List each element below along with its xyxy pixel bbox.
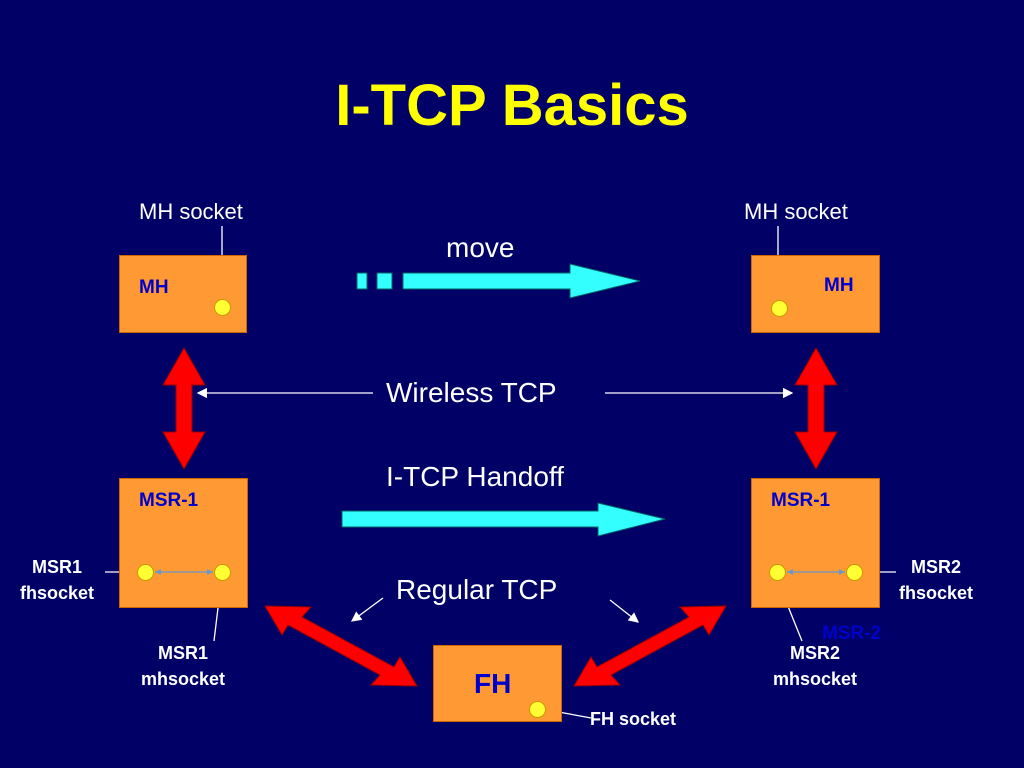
msr2-hidden-label: MSR-2: [822, 623, 882, 644]
mh-socket-right-label: MH socket: [744, 199, 848, 224]
msr-left-label: MSR-1: [139, 490, 199, 511]
regular-tcp-right-pointer: [609, 599, 640, 623]
mh-right-box: MH: [751, 255, 880, 333]
msr-left-box: MSR-1: [119, 478, 248, 608]
msr1-fhsocket-label: MSR1 fhsocket: [8, 554, 106, 606]
msr1-mhsocket-line2: mhsocket: [140, 669, 226, 689]
right-diagonal-link-arrow: [573, 605, 727, 687]
msr2-fhsocket-line1: MSR2: [910, 557, 961, 577]
msr2-fhsocket-label: MSR2 fhsocket: [886, 554, 986, 606]
page-title: I-TCP Basics: [335, 73, 689, 138]
msr2-fhsocket-line2: fhsocket: [898, 583, 974, 603]
mh-left-label: MH: [139, 277, 169, 298]
mh-right-label: MH: [824, 275, 854, 296]
fh-box: FH: [433, 645, 562, 722]
msr-left-fhsocket-dot: [137, 564, 154, 581]
msr1-fhsocket-line2: fhsocket: [19, 583, 95, 603]
mh-left-box: MH: [119, 255, 247, 333]
mh-socket-left-label: MH socket: [139, 199, 243, 224]
wireless-tcp-label: Wireless TCP: [386, 377, 557, 408]
regular-tcp-left-pointer: [350, 597, 384, 622]
left-vertical-link-arrow: [162, 346, 206, 471]
move-arrow: [356, 263, 641, 299]
msr-left-mhsocket-dot: [214, 564, 231, 581]
msr-right-fhsocket-dot: [846, 564, 863, 581]
msr-right-box: MSR-1: [751, 478, 880, 608]
msr1-mhsocket-line1: MSR1: [157, 643, 208, 663]
msr1-mhsocket-label: MSR1 mhsocket: [128, 640, 238, 692]
msr-left-internal-link: [155, 569, 213, 575]
mh-left-socket-dot: [214, 299, 231, 316]
mh-right-socket-dot: [771, 300, 788, 317]
fh-socket-label: FH socket: [590, 709, 677, 729]
msr2-mhsocket-label: MSR2 mhsocket: [760, 640, 870, 692]
regular-tcp-label: Regular TCP: [396, 574, 558, 605]
handoff-arrow: [341, 502, 666, 537]
msr-right-mhsocket-dot: [769, 564, 786, 581]
msr2-mhsocket-line2: mhsocket: [772, 669, 858, 689]
msr-right-label: MSR-1: [771, 490, 831, 511]
msr1-fhsocket-line1: MSR1: [31, 557, 82, 577]
fh-socket-dot: [529, 701, 546, 718]
fh-label: FH: [474, 668, 512, 699]
move-label: move: [446, 232, 515, 263]
itcp-handoff-label: I-TCP Handoff: [386, 461, 564, 492]
msr-right-internal-link: [787, 569, 845, 575]
msr2-mhsocket-line1: MSR2: [789, 643, 840, 663]
right-vertical-link-arrow: [794, 346, 838, 471]
left-diagonal-link-arrow: [264, 605, 418, 687]
